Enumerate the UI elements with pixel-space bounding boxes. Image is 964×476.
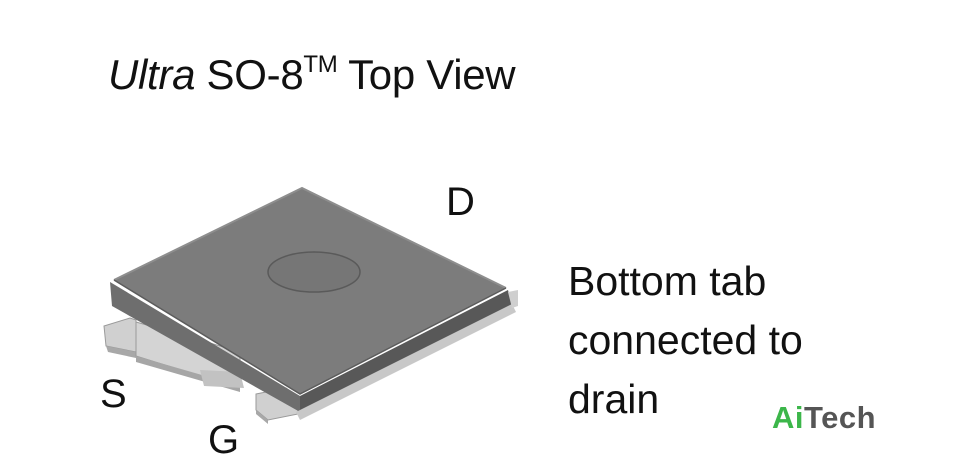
package-body: [110, 186, 518, 420]
note-line-1: Bottom tab: [568, 258, 767, 304]
logo-part-ai: Ai: [772, 400, 804, 435]
title-suffix: Top View: [337, 51, 516, 98]
bottom-tab-note: Bottom tab connected to drain: [568, 252, 803, 429]
drain-pin-label: D: [446, 180, 475, 224]
logo-part-tech: Tech: [804, 400, 877, 435]
trademark-mark: TM: [303, 51, 338, 78]
pin1-dimple: [267, 251, 361, 293]
title-main: SO-8: [195, 51, 304, 98]
title-prefix: Ultra: [108, 51, 196, 98]
note-line-3: drain: [568, 376, 660, 422]
aitech-logo: AiTech: [772, 400, 876, 436]
diagram-title: Ultra SO-8TM Top View: [108, 51, 516, 98]
note-line-2: connected to: [568, 317, 803, 363]
source-leads: [103, 317, 244, 392]
gate-pin-label: G: [208, 418, 240, 462]
source-pin-label: S: [100, 372, 127, 416]
